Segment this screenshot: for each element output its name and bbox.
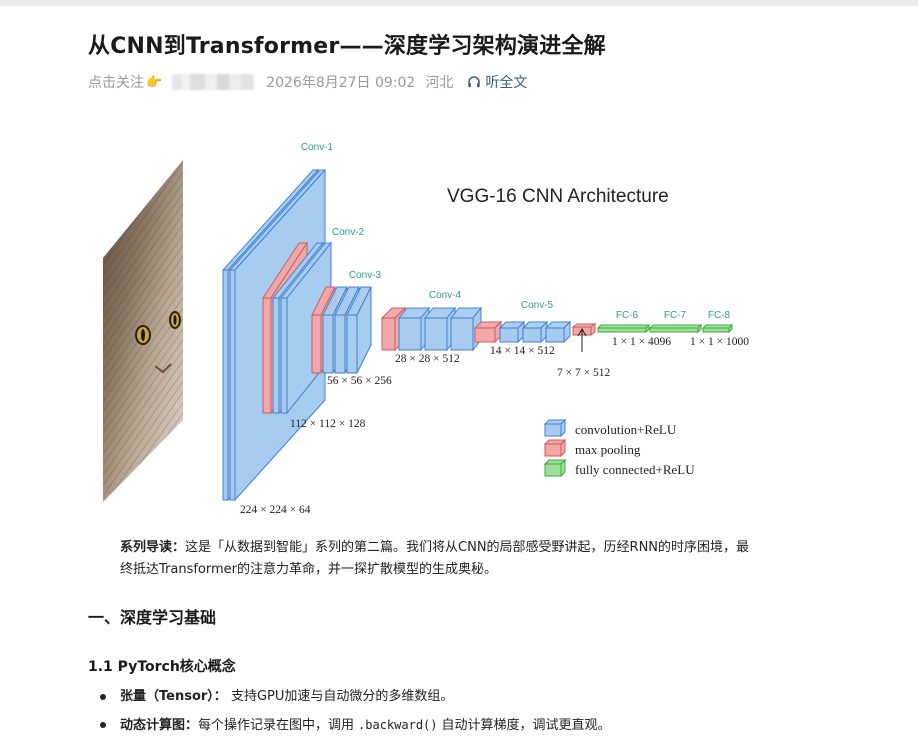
top-strip [0,0,918,6]
article-meta: 点击关注 👉 2026年8月27日 09:02 河北 听全文 [88,72,527,92]
conv3-layer [346,286,372,374]
item-text: 支持GPU加速与自动微分的多维数组。 [230,689,454,704]
fc6-layer [596,323,651,334]
cat-input-image [103,160,183,502]
stage-size-label: 1 × 1 × 4096 [612,336,671,348]
subsection-heading: 1.1 PyTorch核心概念 [88,659,236,675]
stage-size-label: 112 × 112 × 128 [290,418,366,430]
list-item: 动态计算图：每个操作记录在图中，调用.backward()自动计算梯度，调试更直… [100,714,611,742]
stage-size-label: 1 × 1 × 1000 [690,336,749,348]
item-text: 每个操作记录在图中，调用 [198,718,355,733]
fc7-layer [648,323,703,334]
stage-name-label: Conv-5 [521,300,554,311]
listen-label: 听全文 [485,75,528,91]
legend-swatch [544,423,562,437]
item-lead: 张量（Tensor）： [120,689,227,704]
pool4-layer [473,320,503,344]
figure-title: VGG-16 CNN Architecture [447,186,669,207]
conv5-layer [544,320,572,344]
series-intro-lead: 系列导读： [120,540,186,555]
conv5-layer [521,320,549,344]
stage-name-label: FC-6 [616,310,639,321]
inline-code: .backward() [358,718,438,732]
stage-size-label: 56 × 56 × 256 [327,375,392,387]
legend-swatch [544,463,562,477]
stage-size-label: 14 × 14 × 512 [490,345,555,357]
legend-label: fully connected+ReLU [575,462,695,477]
author-name-blurred[interactable] [172,74,255,90]
listen-button[interactable]: 听全文 [467,72,527,92]
section-heading: 一、深度学习基础 [88,608,217,627]
series-intro: 系列导读：这是「从数据到智能」系列的第二篇。我们将从CNN的局部感受野讲起，历经… [120,537,760,581]
conv5-layer [498,320,526,344]
stage-name-label: FC-8 [708,310,731,321]
follow-link[interactable]: 点击关注 [88,75,144,91]
legend-swatch [544,443,562,457]
legend-item: fully connected+ReLU [543,458,695,478]
headphones-icon [468,76,481,88]
concept-list: 张量（Tensor）： 支持GPU加速与自动微分的多维数组。 动态计算图：每个操… [100,686,611,742]
list-item: 张量（Tensor）： 支持GPU加速与自动微分的多维数组。 [100,686,611,714]
pointing-hand-icon: 👉 [146,74,163,90]
item-tail: 自动计算梯度，调试更直观。 [441,718,611,733]
series-intro-text: 这是「从数据到智能」系列的第二篇。我们将从CNN的局部感受野讲起，历经RNN的时… [120,540,750,577]
conv4-layer [423,306,457,352]
article-title: 从CNN到Transformer——深度学习架构演进全解 [88,34,606,59]
publish-date: 2026年8月27日 09:02 [266,75,416,91]
stage-name-label: Conv-3 [349,270,382,281]
fc8-layer [701,323,734,334]
pool-size-label: 7 × 7 × 512 [557,367,610,379]
legend-item: max pooling [543,438,641,458]
item-lead: 动态计算图： [120,718,199,733]
stage-name-label: Conv-2 [332,227,365,238]
legend-label: max pooling [575,442,641,457]
stage-name-label: FC-7 [664,310,687,321]
bullet-dot [100,694,106,700]
stage-name-label: Conv-1 [301,142,334,153]
legend-item: convolution+ReLU [543,418,677,438]
bullet-dot [100,722,106,728]
pool-arrow [577,327,587,352]
stage-name-label: Conv-4 [429,290,462,301]
vgg16-architecture-figure: Conv-1 224 × 224 × 64 Conv-2 112 × 112 × 12… [103,142,749,516]
stage-size-label: 28 × 28 × 512 [395,353,460,365]
legend-label: convolution+ReLU [575,422,677,437]
publish-location: 河北 [425,75,454,91]
stage-size-label: 224 × 224 × 64 [240,504,311,516]
